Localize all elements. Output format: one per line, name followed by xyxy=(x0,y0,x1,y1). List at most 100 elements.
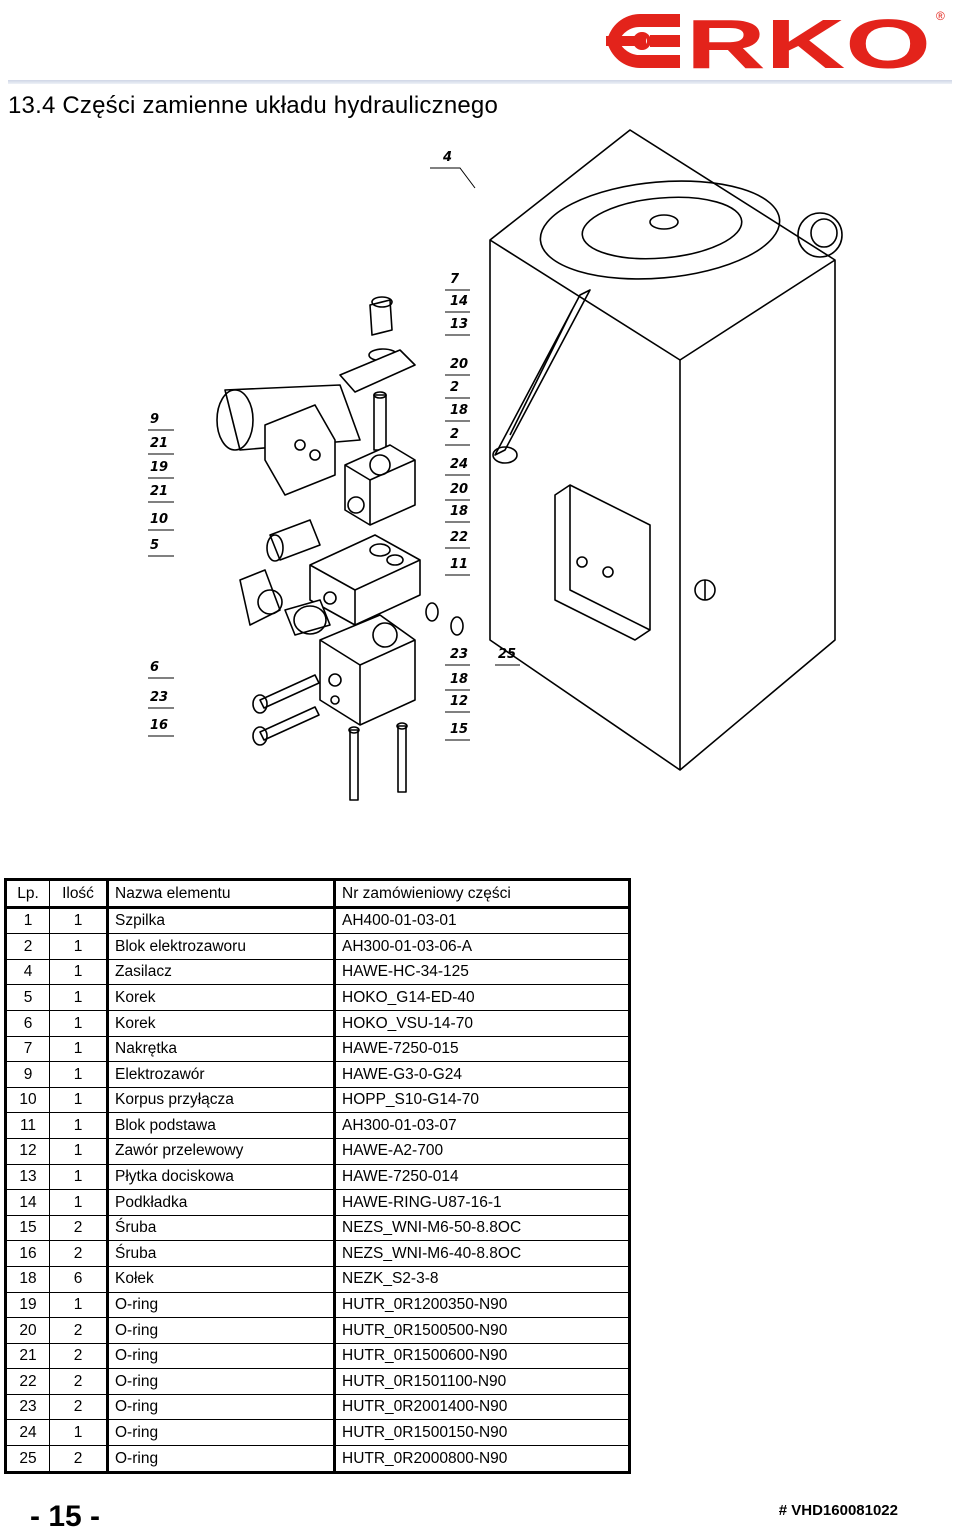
cell-order-number: NEZK_S2-3-8 xyxy=(334,1265,630,1293)
callout-right: 2 xyxy=(450,427,460,442)
cell-element-name: Blok podstawa xyxy=(107,1112,336,1139)
cell-element-name: Zasilacz xyxy=(107,958,336,986)
cell-element-name: Korek xyxy=(107,1009,336,1037)
cell-element-name: Zawór przelewowy xyxy=(107,1137,336,1165)
cell-element-name: Korek xyxy=(107,984,336,1011)
cell-quantity: 1 xyxy=(49,906,109,935)
cell-quantity: 1 xyxy=(49,1137,109,1165)
cell-element-name: O-ring xyxy=(107,1445,336,1473)
cell-order-number: HOPP_S10-G14-70 xyxy=(334,1086,630,1114)
callout-left: 6 xyxy=(150,660,160,675)
cell-element-name: Kołek xyxy=(107,1265,336,1293)
cell-quantity: 2 xyxy=(49,1393,109,1421)
callout-right: 12 xyxy=(450,694,469,709)
callout-right: 7 xyxy=(450,272,460,287)
cell-lp: 21 xyxy=(5,1342,50,1370)
cell-element-name: O-ring xyxy=(107,1393,336,1421)
cell-order-number: HUTR_0R2001400-N90 xyxy=(334,1393,630,1421)
cell-element-name: Nakrętka xyxy=(107,1035,336,1063)
cell-order-number: HUTR_0R1500500-N90 xyxy=(334,1317,630,1344)
cell-lp: 23 xyxy=(5,1393,50,1421)
cell-order-number: HUTR_0R2000800-N90 xyxy=(334,1445,630,1473)
document-code: # VHD160081022 xyxy=(778,1502,898,1519)
cell-lp: 2 xyxy=(5,933,50,960)
cell-lp: 18 xyxy=(5,1265,50,1293)
cell-quantity: 2 xyxy=(49,1445,109,1473)
callout-right: 20 xyxy=(450,357,469,372)
page-number: - 15 - xyxy=(30,1500,101,1533)
cell-order-number: HUTR_0R1500150-N90 xyxy=(334,1419,630,1447)
cell-quantity: 1 xyxy=(49,1419,109,1447)
cell-order-number: HAWE-7250-014 xyxy=(334,1163,630,1191)
cell-order-number: NEZS_WNI-M6-40-8.8OC xyxy=(334,1240,630,1267)
callout-right: 18 xyxy=(450,403,469,418)
cell-lp: 15 xyxy=(5,1214,50,1242)
cell-lp: 14 xyxy=(5,1189,50,1216)
cell-order-number: HAWE-A2-700 xyxy=(334,1137,630,1165)
cell-element-name: O-ring xyxy=(107,1317,336,1344)
cell-element-name: O-ring xyxy=(107,1291,336,1319)
callout-left: 9 xyxy=(150,412,160,427)
header-quantity: Ilość xyxy=(49,879,109,909)
cell-element-name: Korpus przyłącza xyxy=(107,1086,336,1114)
cell-order-number: HOKO_G14-ED-40 xyxy=(334,984,630,1011)
cell-order-number: HUTR_0R1200350-N90 xyxy=(334,1291,630,1319)
cell-lp: 9 xyxy=(5,1061,50,1088)
cell-order-number: HAWE-RING-U87-16-1 xyxy=(334,1189,630,1216)
cell-quantity: 2 xyxy=(49,1240,109,1267)
callout-right: 11 xyxy=(450,557,469,572)
cell-lp: 13 xyxy=(5,1163,50,1191)
callout-left: 23 xyxy=(150,690,169,705)
cell-lp: 16 xyxy=(5,1240,50,1267)
cell-quantity: 1 xyxy=(49,1009,109,1037)
registered-mark: ® xyxy=(936,9,945,23)
cell-order-number: AH400-01-03-01 xyxy=(334,906,630,935)
cell-element-name: O-ring xyxy=(107,1342,336,1370)
tank-outline xyxy=(489,129,836,771)
cell-element-name: Podkładka xyxy=(107,1189,336,1216)
callout-right: 20 xyxy=(450,482,469,497)
cell-order-number: HOKO_VSU-14-70 xyxy=(334,1009,630,1037)
header-element-name: Nazwa elementu xyxy=(107,879,336,909)
exploded-drawing: 4 9 21 19 21 10 5 6 23 16 7 14 13 20 2 1… xyxy=(130,120,850,820)
cell-quantity: 1 xyxy=(49,1291,109,1319)
cell-quantity: 2 xyxy=(49,1214,109,1242)
cell-lp: 20 xyxy=(5,1317,50,1344)
cell-element-name: Płytka dociskowa xyxy=(107,1163,336,1191)
callout-25: 25 xyxy=(498,647,517,662)
cell-quantity: 2 xyxy=(49,1368,109,1395)
cell-order-number: AH300-01-03-07 xyxy=(334,1112,630,1139)
callout-left: 5 xyxy=(150,538,160,553)
header-lp: Lp. xyxy=(5,879,50,909)
cell-quantity: 2 xyxy=(49,1342,109,1370)
page-title: 13.4 Części zamienne układu hydrauliczne… xyxy=(8,92,499,119)
header-order-number: Nr zamówieniowy części xyxy=(334,879,630,909)
cell-quantity: 6 xyxy=(49,1265,109,1293)
cell-quantity: 1 xyxy=(49,1112,109,1139)
erko-logo-mark: RKO ® xyxy=(606,6,945,76)
cell-element-name: Szpilka xyxy=(107,906,336,935)
cell-quantity: 1 xyxy=(49,958,109,986)
cell-order-number: HAWE-7250-015 xyxy=(334,1035,630,1063)
cell-quantity: 1 xyxy=(49,984,109,1011)
cell-element-name: Śruba xyxy=(107,1240,336,1267)
callout-left: 21 xyxy=(150,484,169,499)
cell-quantity: 2 xyxy=(49,1317,109,1344)
cell-quantity: 1 xyxy=(49,1086,109,1114)
cell-lp: 5 xyxy=(5,984,50,1011)
callout-right: 22 xyxy=(450,530,469,545)
callout-right: 18 xyxy=(450,504,469,519)
callout-right: 13 xyxy=(450,317,469,332)
